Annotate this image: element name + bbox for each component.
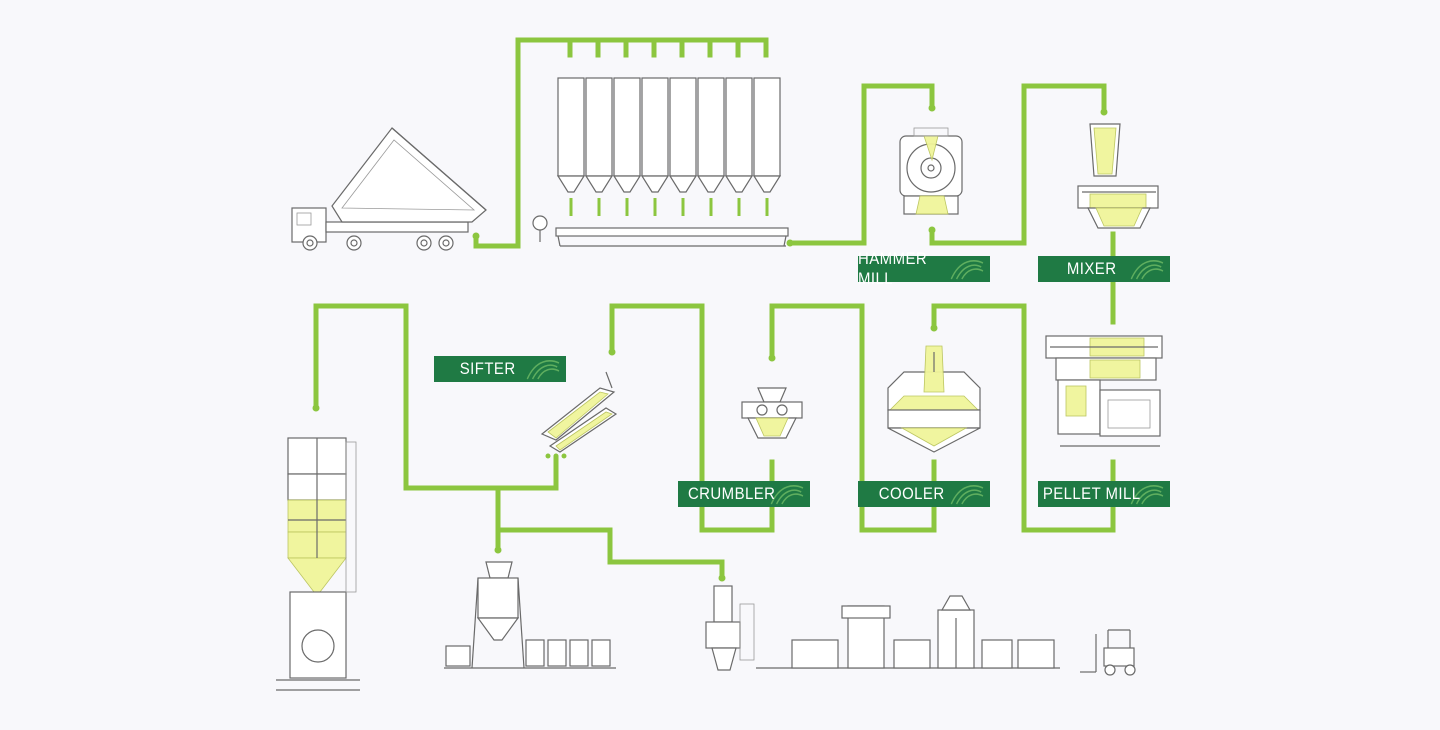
raw-material-silos-icon xyxy=(532,77,789,247)
sifter-icon xyxy=(540,371,618,459)
silo-cone xyxy=(752,175,782,193)
forklift-icon xyxy=(1080,629,1136,676)
silo-body xyxy=(753,77,781,177)
leaf-logo-icon xyxy=(950,260,984,280)
silo-feed-drops xyxy=(567,37,769,58)
hammer-mill-label-text: HAMMER MILL xyxy=(858,249,928,288)
sifter-label-text: SIFTER xyxy=(459,359,516,378)
pellet-mill-label: PELLET MILL xyxy=(1038,481,1170,507)
sifter-label: SIFTER xyxy=(434,356,566,382)
leaf-logo-icon xyxy=(1130,485,1164,505)
mixer-label: MIXER xyxy=(1038,256,1170,282)
dump-truck-icon xyxy=(291,127,487,251)
silo-body xyxy=(697,77,725,177)
crumbler-label: CRUMBLER xyxy=(678,481,810,507)
mixer-label-text: MIXER xyxy=(1066,259,1117,278)
silo-body xyxy=(613,77,641,177)
bagging-station-icon xyxy=(444,561,616,669)
pipe-sifter-to-packing xyxy=(313,303,559,491)
silo-cone xyxy=(584,175,614,193)
finished-product-silo-icon xyxy=(276,437,360,691)
pipelines xyxy=(313,37,1116,581)
pellet-mill-icon xyxy=(1045,335,1163,447)
pellet-mill-label-text: PELLET MILL xyxy=(1042,484,1141,503)
silo-cone xyxy=(696,175,726,193)
silo-body xyxy=(557,77,585,177)
pipe-hammer-mill-to-mixer xyxy=(929,83,1107,246)
pipe-cooler-to-crumbler-loop xyxy=(769,303,937,533)
silo-cone xyxy=(612,175,642,193)
leaf-logo-icon xyxy=(526,360,560,380)
silo-body xyxy=(585,77,613,177)
pipe-branch-packing-line xyxy=(495,527,725,581)
pipe-end-dots xyxy=(312,104,1108,582)
silo-cone xyxy=(640,175,670,193)
hammer-mill-label: HAMMER MILL xyxy=(858,249,990,288)
pipe-crumbler-to-sifter-loop xyxy=(609,303,775,533)
cooler-label: COOLER xyxy=(858,481,990,507)
silo-body xyxy=(725,77,753,177)
mixer-icon xyxy=(1077,123,1159,229)
leaf-logo-icon xyxy=(950,485,984,505)
silo-cone xyxy=(724,175,754,193)
leaf-logo-icon xyxy=(770,485,804,505)
hammer-mill-icon xyxy=(899,127,963,215)
silo-cone xyxy=(668,175,698,193)
silo-body xyxy=(669,77,697,177)
crumbler-icon xyxy=(741,387,803,439)
silo-cone xyxy=(556,175,586,193)
leaf-logo-icon xyxy=(1130,260,1164,280)
crumbler-label-text: CRUMBLER xyxy=(687,484,776,503)
cooler-label-text: COOLER xyxy=(878,484,945,503)
pipe-pellet-mill-to-cooler-loop xyxy=(931,303,1116,533)
pipe-truck-to-silos xyxy=(473,37,769,249)
cooler-icon xyxy=(887,345,981,453)
packing-line-icon xyxy=(705,585,1060,671)
silo-body xyxy=(641,77,669,177)
pipe-silos-to-hammer-mill xyxy=(787,83,935,246)
